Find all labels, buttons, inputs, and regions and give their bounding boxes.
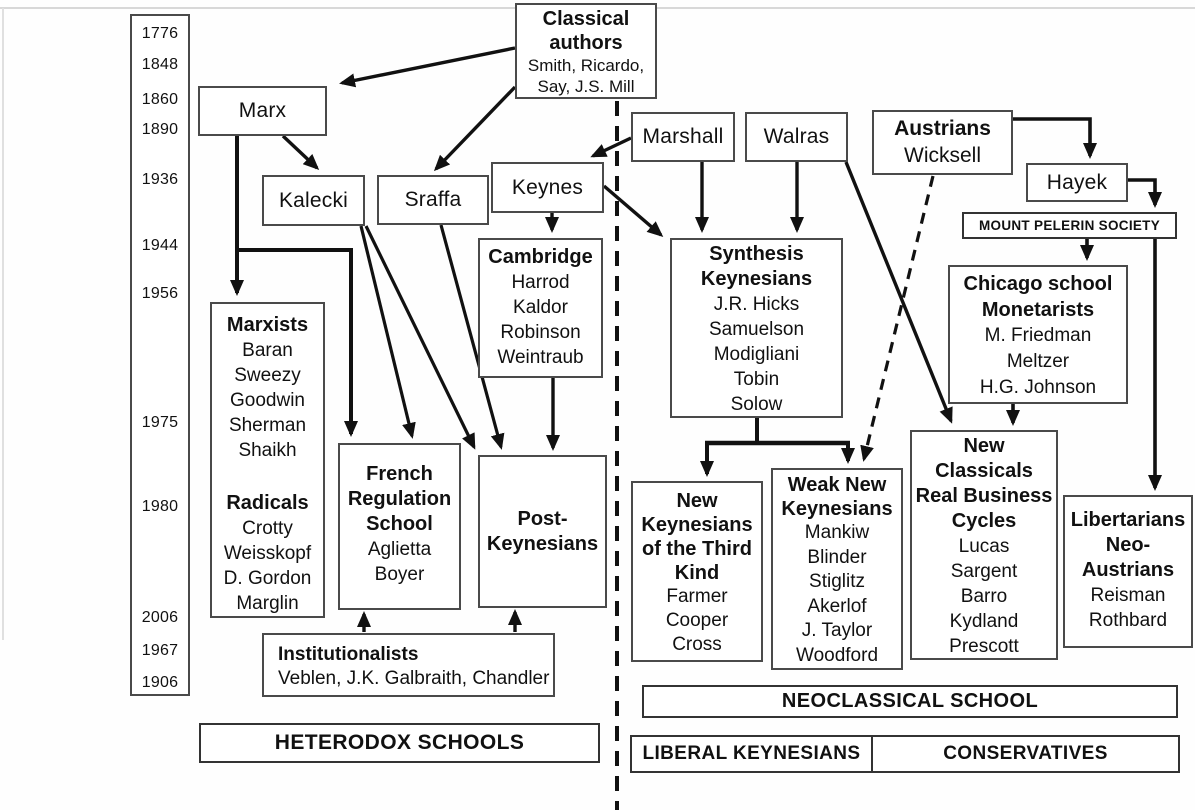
banner-heterodox-schools: HETERODOX SCHOOLS (199, 723, 600, 763)
node-austrians: Austrians Wicksell (872, 110, 1013, 175)
timeline-year: 1906 (141, 674, 179, 691)
node-title: Classical authors (542, 8, 630, 54)
node-title: French Regulation School (347, 463, 452, 535)
node-post-keynesians: Post- Keynesians (478, 455, 607, 608)
node-marxists-radicals: Marxists Baran Sweezy Goodwin Sherman Sh… (210, 302, 325, 618)
arrow-marshall-to-keynes (590, 136, 632, 158)
timeline-year: 1860 (141, 91, 179, 108)
node-members: Aglietta Boyer (367, 539, 432, 585)
node-title: Post- Keynesians (486, 507, 599, 555)
node-members: J.R. Hicks Samuelson Modigliani Tobin So… (708, 294, 805, 415)
timeline-year: 1936 (141, 171, 179, 188)
node-libertarians: Libertarians Neo- Austrians Reisman Roth… (1063, 495, 1193, 648)
node-marshall: Marshall (631, 112, 735, 162)
banner-label: CONSERVATIVES (943, 743, 1108, 764)
arrow-austrians-to-weak-nk-dashed (860, 175, 935, 462)
node-label: MOUNT PELERIN SOCIETY (978, 218, 1161, 233)
node-title: Libertarians Neo- Austrians (1070, 509, 1186, 581)
timeline-year: 1944 (141, 237, 179, 254)
timeline-year: 2006 (141, 609, 179, 626)
node-marx: Marx (198, 86, 327, 136)
timeline-year: 1956 (141, 285, 179, 302)
timeline-axis (130, 14, 190, 696)
node-title: Chicago school Monetarists (963, 273, 1113, 321)
node-kalecki: Kalecki (262, 175, 365, 226)
node-members: Veblen, J.K. Galbraith, Chandler (278, 668, 550, 689)
node-title: New Classicals Real Business Cycles (915, 435, 1053, 532)
node-label: Keynes (511, 175, 584, 199)
node-french-regulation-school: French Regulation School Aglietta Boyer (338, 443, 461, 610)
node-cambridge: Cambridge Harrod Kaldor Robinson Weintra… (478, 238, 603, 378)
timeline-year: 1776 (141, 25, 179, 42)
node-title: Marxists (226, 314, 309, 336)
node-label: Marshall (642, 125, 724, 148)
node-title: Cambridge (488, 246, 593, 268)
node-members: Lucas Sargent Barro Kydland Prescott (949, 536, 1019, 657)
banner-label: NEOCLASSICAL SCHOOL (781, 690, 1039, 712)
node-new-keynesians-third-kind: New Keynesians of the Third Kind Farmer … (631, 481, 763, 662)
node-title: Institutionalists (278, 644, 419, 665)
node-title: Radicals (226, 492, 309, 514)
arrow-kalecki-to-french-regulation (359, 225, 416, 439)
node-label: Marx (238, 99, 287, 122)
timeline-year: 1975 (141, 414, 179, 431)
node-members: Crotty Weisskopf D. Gordon Marglin (223, 518, 312, 614)
arrow-kalecki-to-post-keynesians (364, 225, 476, 450)
node-classical-authors: Classical authors Smith, Ricardo, Say, J… (515, 3, 657, 99)
banner-label: HETERODOX SCHOOLS (274, 731, 525, 754)
arrow-marx-to-kalecki (281, 134, 320, 171)
node-label: Sraffa (404, 188, 462, 211)
node-title: Synthesis Keynesians (700, 243, 813, 290)
node-members: Wicksell (904, 144, 981, 167)
banner-liberal-keynesians: LIBERAL KEYNESIANS (630, 735, 873, 773)
node-members: M. Friedman Meltzer H.G. Johnson (979, 325, 1097, 398)
node-walras: Walras (745, 112, 848, 162)
timeline-year: 1967 (141, 642, 179, 659)
node-sraffa: Sraffa (377, 175, 489, 225)
node-hayek: Hayek (1026, 163, 1128, 202)
node-label: Walras (763, 125, 830, 148)
node-mount-pelerin-society: MOUNT PELERIN SOCIETY (962, 212, 1177, 239)
node-institutionalists: Institutionalists Veblen, J.K. Galbraith… (262, 633, 555, 697)
timeline-year: 1890 (141, 121, 179, 138)
arrow-austrians-to-hayek (1013, 117, 1097, 159)
node-title: Austrians (894, 117, 991, 140)
node-chicago-school: Chicago school Monetarists M. Friedman M… (948, 265, 1128, 404)
timeline-year: 1980 (141, 498, 179, 515)
node-members: Farmer Cooper Cross (665, 586, 729, 655)
node-synthesis-keynesians: Synthesis Keynesians J.R. Hicks Samuelso… (670, 238, 843, 418)
arrow-classical-to-marx (339, 46, 516, 88)
node-members: Harrod Kaldor Robinson Weintraub (497, 272, 584, 368)
node-members: Smith, Ricardo, Say, J.S. Mill (527, 56, 645, 96)
arrow-keynes-to-synthesis (602, 184, 664, 237)
node-title: New Keynesians of the Third Kind (641, 490, 753, 584)
node-new-classicals: New Classicals Real Business Cycles Luca… (910, 430, 1058, 660)
node-members: Baran Sweezy Goodwin Sherman Shaikh (228, 340, 307, 461)
banner-neoclassical-school: NEOCLASSICAL SCHOOL (642, 685, 1178, 718)
banner-label: LIBERAL KEYNESIANS (642, 743, 861, 764)
group-gap (212, 463, 323, 491)
arrow-classical-to-sraffa (433, 85, 517, 172)
node-label: Hayek (1046, 170, 1108, 194)
banner-conservatives: CONSERVATIVES (871, 735, 1180, 773)
timeline-year: 1848 (141, 56, 179, 73)
node-weak-new-keynesians: Weak New Keynesians Mankiw Blinder Stigl… (771, 468, 903, 670)
arrow-walras-to-new-classicals (844, 161, 953, 424)
node-title: Weak New Keynesians (781, 474, 893, 520)
node-label: Kalecki (278, 188, 349, 212)
node-keynes: Keynes (491, 162, 604, 213)
node-members: Mankiw Blinder Stiglitz Akerlof J. Taylo… (795, 522, 879, 666)
node-members: Reisman Rothbard (1088, 585, 1168, 631)
arrow-hayek-to-pelerin (1128, 178, 1162, 208)
